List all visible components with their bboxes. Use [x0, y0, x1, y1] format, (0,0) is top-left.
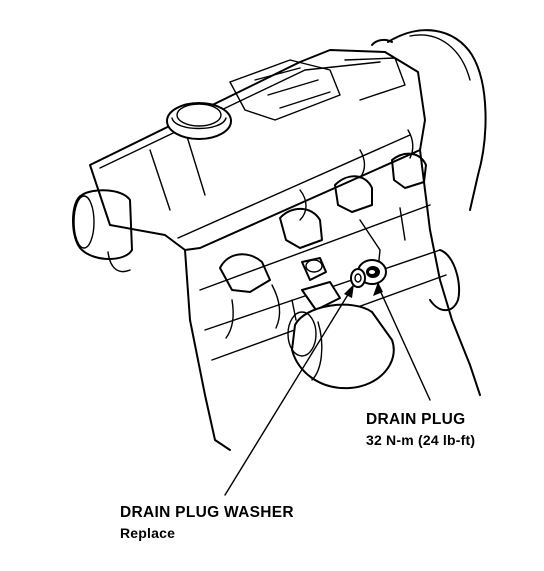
washer-arrowhead	[344, 284, 354, 298]
drain-plug-title: DRAIN PLUG	[366, 411, 466, 428]
drain-plug-washer	[350, 268, 366, 288]
leader-lines	[224, 282, 431, 496]
drain-plug-torque: 32 N-m (24 lb-ft)	[366, 432, 476, 448]
washer-leader	[224, 287, 353, 496]
block-fittings	[301, 257, 341, 311]
drain-plug-leader	[377, 285, 431, 401]
drain-plug-callout: DRAIN PLUG 32 N-m (24 lb-ft)	[366, 410, 475, 450]
distributor-cap	[72, 189, 133, 273]
oil-filter	[287, 303, 395, 390]
valve-cover	[89, 49, 426, 251]
drain-plug-washer-note: Replace	[120, 525, 176, 541]
timing-belt-cover	[371, 29, 487, 211]
drain-plug-arrowhead	[373, 282, 383, 296]
oil-filler-cap	[166, 102, 232, 140]
spark-plug-boots	[219, 129, 427, 293]
drain-plug-washer-callout: DRAIN PLUG WASHER Replace	[120, 503, 294, 543]
drain-plug-washer-title: DRAIN PLUG WASHER	[120, 504, 294, 521]
